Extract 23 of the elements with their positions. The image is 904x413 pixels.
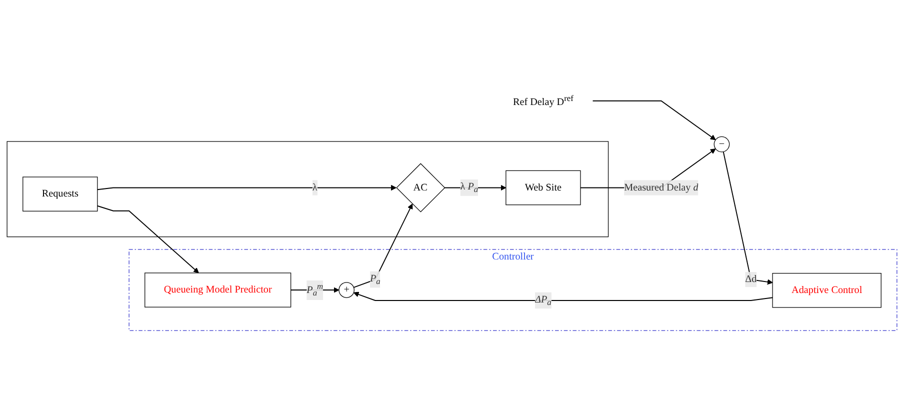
edge-label: ΔP$_{a}$ — [535, 294, 552, 307]
node-circle: − — [714, 136, 730, 152]
arrow — [592, 100, 716, 140]
node-box: Requests — [22, 176, 98, 212]
arrow — [444, 184, 506, 191]
arrow — [353, 204, 413, 288]
edge-label: Δd — [745, 274, 757, 285]
node-circle: + — [338, 282, 354, 298]
arrow — [96, 205, 199, 274]
node-diamond: AC — [396, 163, 446, 212]
node-box: Queueing Model Predictor — [144, 272, 292, 308]
node-box: Web Site — [506, 170, 581, 206]
node-box: Adaptive Control — [772, 272, 882, 308]
node-text: Ref Delay D$^{ref}$ — [512, 93, 574, 108]
arrow — [353, 292, 774, 301]
arrow — [290, 287, 340, 293]
edge-label: λ — [312, 182, 318, 193]
edge-label: P$_{a}$ — [370, 273, 380, 286]
edge-label: λ P$_{a}$ — [460, 181, 478, 194]
cluster — [6, 141, 609, 238]
arrow — [722, 151, 773, 285]
edge-label: Measured Delay d — [624, 182, 698, 193]
arrow — [96, 184, 396, 191]
